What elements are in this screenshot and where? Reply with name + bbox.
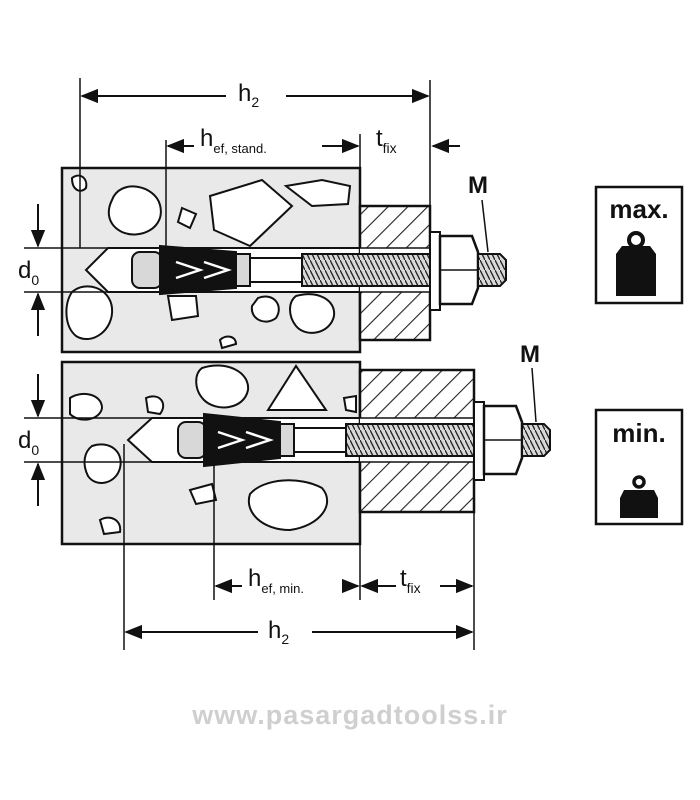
d0-label-top: d0 [18, 257, 39, 288]
aggregate-stones-bottom [69, 364, 357, 536]
min-badge-label: min. [612, 418, 665, 448]
aggregate-stones-top [65, 174, 352, 350]
tfix-label-top: tfix [376, 125, 397, 156]
max-badge: max. [594, 185, 684, 305]
weight-icon-large [616, 231, 656, 296]
min-badge: min. [594, 408, 684, 526]
m-label-bottom: M [520, 341, 540, 368]
washer-top [429, 231, 441, 311]
max-badge-label: max. [609, 194, 668, 224]
bolt-tip-bottom [521, 423, 551, 457]
watermark-text: www.pasargadtoolss.ir [192, 700, 508, 730]
hef-label-top: hef, stand. [200, 125, 267, 156]
m-label-top: M [468, 172, 488, 199]
h2-label-top: h2 [238, 80, 259, 110]
hef-label-bottom: hef, min. [248, 565, 304, 596]
anchor-bolt-top [131, 244, 461, 296]
washer-bottom [473, 401, 485, 481]
tfix-label-bottom: tfix [400, 565, 421, 596]
bottom-assembly: hef, min. tfix h2 d0 M [18, 341, 551, 652]
bolt-tip-top [477, 253, 507, 287]
d0-label-bottom: d0 [18, 427, 39, 458]
top-assembly: h2 hef, stand. tfix d0 M [18, 78, 507, 354]
anchor-bolt-bottom [177, 412, 477, 468]
h2-label-bottom: h2 [268, 617, 289, 647]
weight-icon-small [620, 475, 658, 518]
